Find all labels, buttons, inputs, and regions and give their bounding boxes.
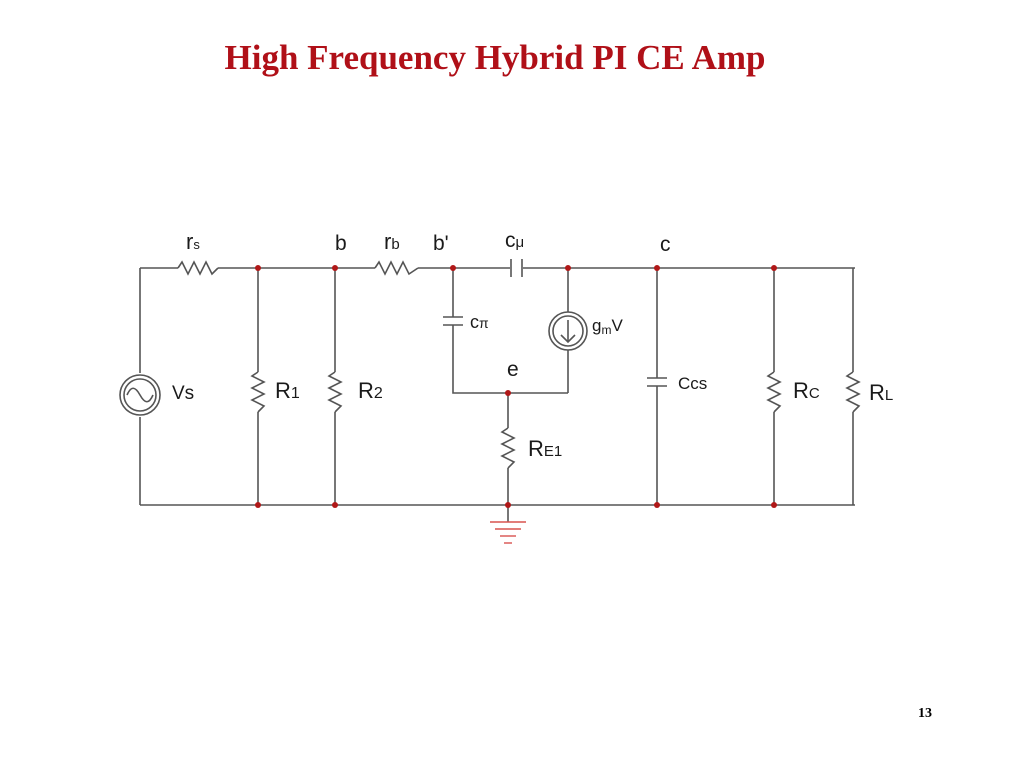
node-dot <box>565 265 571 271</box>
label-vs: Vs <box>172 383 194 404</box>
node-dot <box>654 502 660 508</box>
label-c-pi: cπ <box>470 312 489 332</box>
re1-resistor <box>500 427 516 469</box>
label-r2: R2 <box>358 378 383 403</box>
page-number: 13 <box>918 706 932 721</box>
rb-resistor <box>374 260 419 276</box>
rl-resistor <box>845 371 861 413</box>
node-dot <box>332 502 338 508</box>
rc-resistor <box>766 371 782 413</box>
node-dot <box>332 265 338 271</box>
label-rs: rs <box>186 229 200 254</box>
node-dot <box>771 265 777 271</box>
label-re1: RE1 <box>528 436 562 461</box>
label-gm-v: gmV <box>592 316 623 337</box>
ccs-capacitor <box>647 377 667 387</box>
ground-icon <box>490 521 526 544</box>
rs-resistor <box>177 260 219 276</box>
node-dot <box>505 390 511 396</box>
label-c: c <box>660 233 671 256</box>
c-mu-capacitor <box>510 259 523 277</box>
label-e: e <box>507 358 519 381</box>
page-title: High Frequency Hybrid PI CE Amp <box>224 38 766 77</box>
r2-resistor <box>327 371 343 413</box>
label-rl: RL <box>869 380 893 405</box>
label-rb: rb <box>384 229 400 254</box>
node-dot <box>505 502 511 508</box>
label-c-mu: cμ <box>505 229 524 252</box>
wires <box>139 267 855 522</box>
label-r1: R1 <box>275 378 300 403</box>
node-dot <box>654 265 660 271</box>
r1-resistor <box>250 371 266 413</box>
label-ccs: Ccs <box>678 374 707 393</box>
node-dot <box>255 502 261 508</box>
current-source-icon <box>548 311 588 351</box>
ac-source-icon <box>119 374 161 416</box>
c-pi-capacitor <box>443 316 463 326</box>
label-b-prime: b' <box>433 232 449 255</box>
node-dot <box>450 265 456 271</box>
label-b: b <box>335 232 347 255</box>
label-rc: RC <box>793 378 820 403</box>
node-dot <box>771 502 777 508</box>
node-dot <box>255 265 261 271</box>
junction-nodes <box>255 265 777 508</box>
